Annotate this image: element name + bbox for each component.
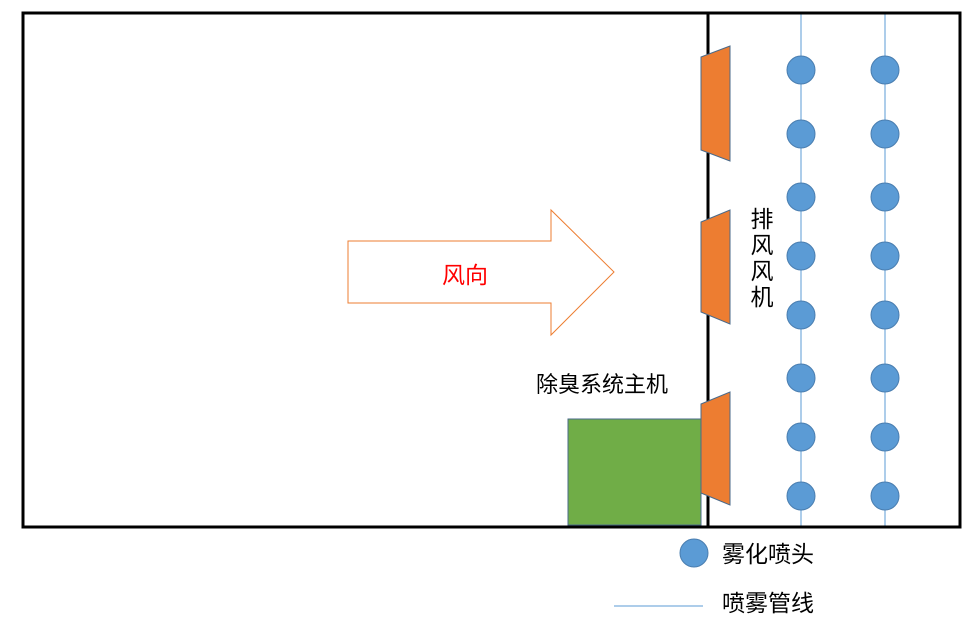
- spray-nozzle: [786, 241, 816, 271]
- exhaust-fan-label-char: 排: [751, 207, 774, 233]
- spray-nozzles: [786, 55, 900, 511]
- spray-nozzle: [786, 55, 816, 85]
- spray-nozzle: [870, 241, 900, 271]
- spray-nozzle: [870, 363, 900, 393]
- spray-nozzle: [786, 300, 816, 330]
- spray-nozzle: [870, 119, 900, 149]
- exhaust-fan-label-char: 风: [751, 233, 774, 259]
- spray-nozzle: [786, 182, 816, 212]
- deodorizer-main-unit-label: 除臭系统主机: [536, 373, 668, 398]
- spray-zone-outline: [706, 11, 962, 529]
- legend-pipeline-label: 喷雾管线: [722, 591, 814, 617]
- legend-nozzle-label: 雾化喷头: [722, 542, 814, 568]
- exhaust-fan-3: [700, 391, 731, 506]
- spray-nozzle: [870, 300, 900, 330]
- spray-nozzle: [870, 422, 900, 452]
- spray-nozzle: [870, 182, 900, 212]
- wind-direction-label: 风向: [442, 263, 488, 289]
- exhaust-fan-1: [700, 45, 731, 162]
- exhaust-fan-2: [700, 209, 731, 325]
- exhaust-fan-label-char: 机: [751, 285, 774, 311]
- spray-nozzle: [786, 119, 816, 149]
- spray-nozzle: [786, 422, 816, 452]
- legend-nozzle-icon: [679, 538, 709, 568]
- wind-direction-arrow: [347, 208, 615, 337]
- spray-nozzle: [870, 481, 900, 511]
- spray-nozzle: [870, 55, 900, 85]
- spray-pipelines: [800, 14, 886, 526]
- spray-nozzle: [786, 481, 816, 511]
- deodorizer-main-unit: [567, 418, 702, 526]
- spray-nozzle: [786, 363, 816, 393]
- exhaust-fan-label-char: 风: [751, 259, 774, 285]
